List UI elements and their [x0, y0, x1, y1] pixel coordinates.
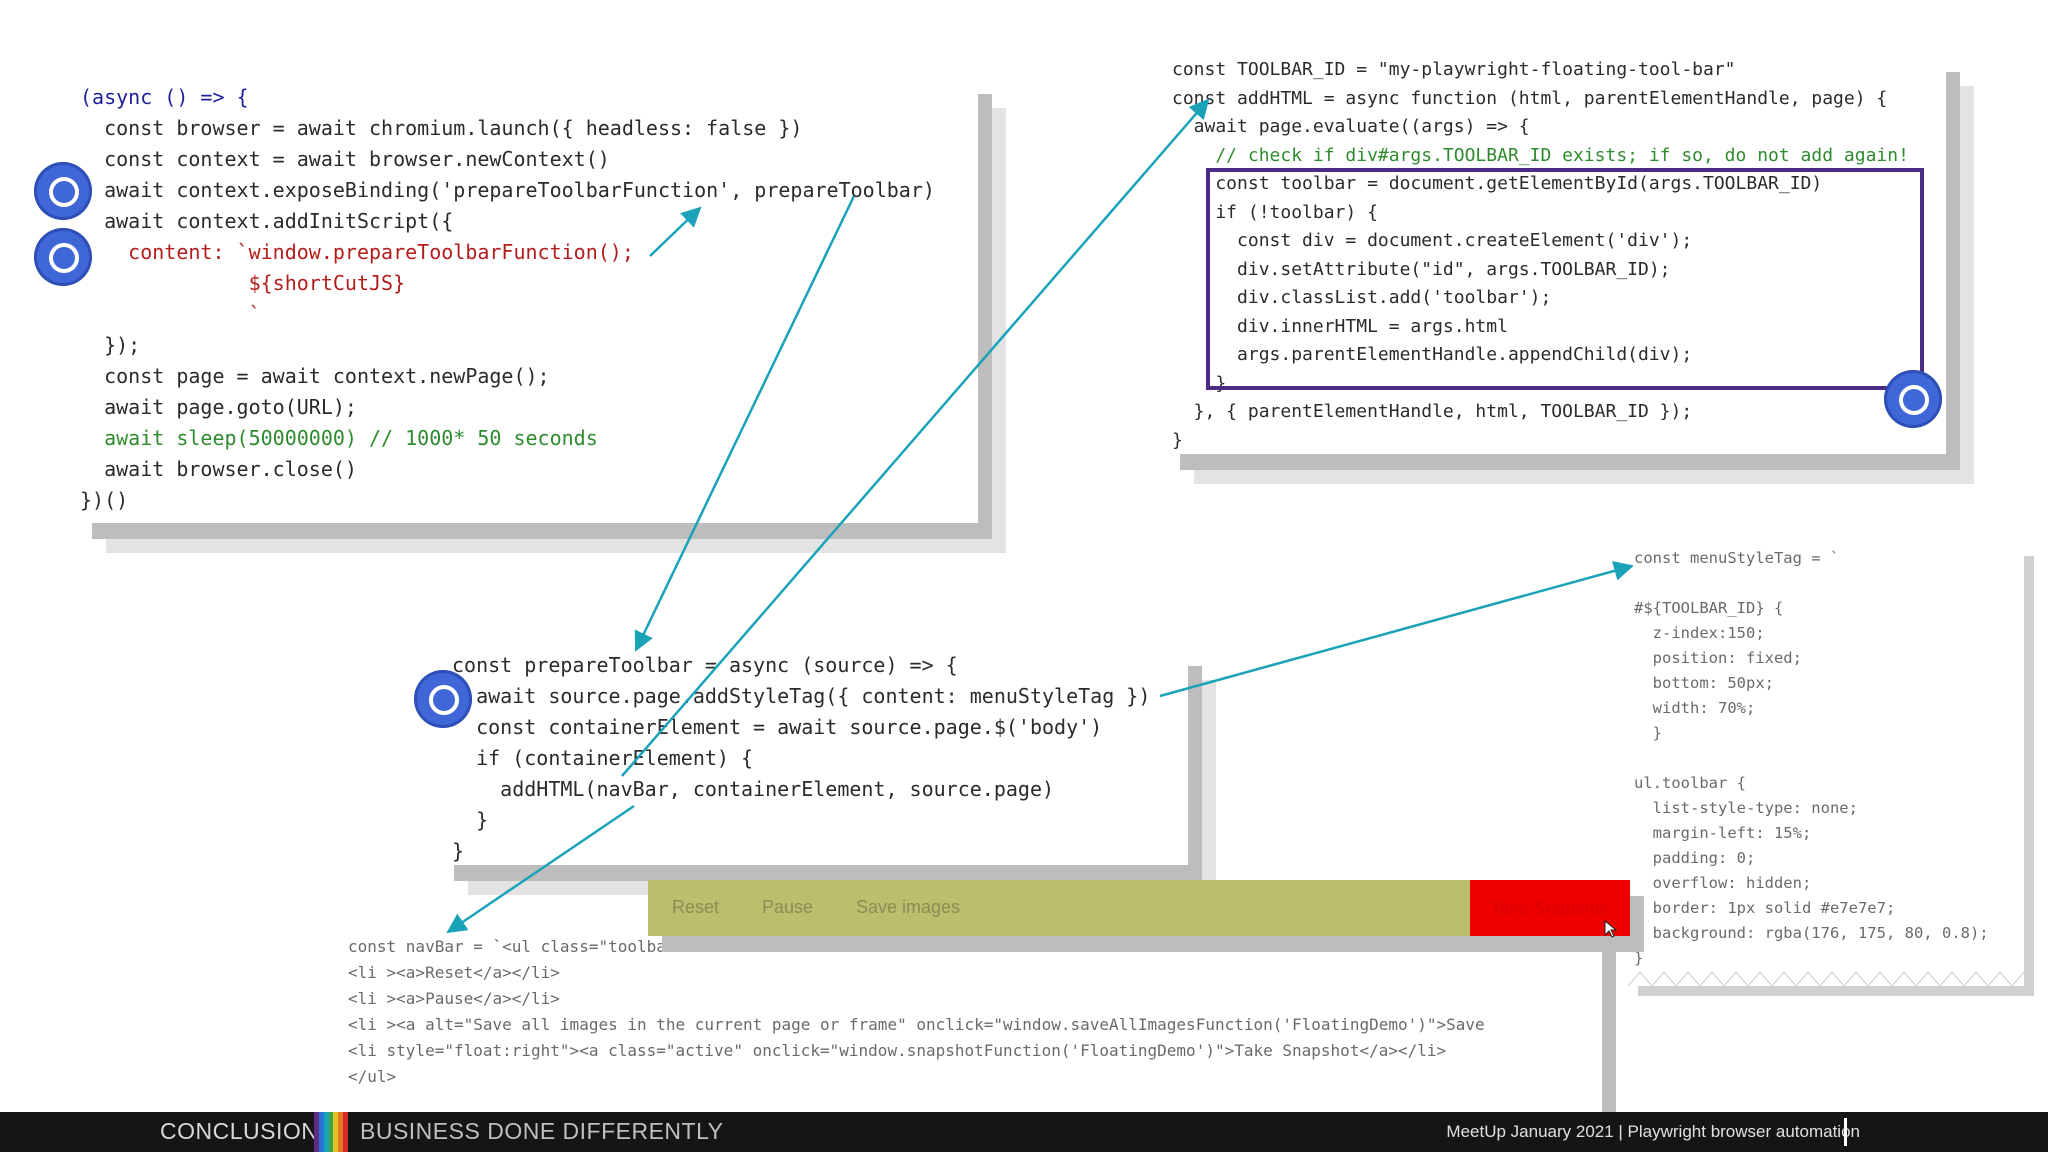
code-panel-prepare-toolbar: const prepareToolbar = async (source) =>… [440, 650, 1188, 865]
code-line: const navBar = `<ul class="toolbar"> [348, 937, 695, 956]
code-line: background: rgba(176, 175, 80, 0.8); [1634, 924, 1989, 942]
code-line: #${TOOLBAR_ID} { [1634, 599, 1784, 617]
code-line: const page = await context.newPage(); [80, 364, 550, 388]
footer-color-bars [314, 1112, 349, 1152]
code-line: await page.evaluate((args) => { [1172, 116, 1530, 137]
torn-edge [1628, 971, 2024, 986]
arrow-style-to-css [1159, 561, 1634, 698]
code-block-menu-style: const menuStyleTag = ` #${TOOLBAR_ID} { z… [1634, 546, 1989, 971]
code-line: overflow: hidden; [1634, 874, 1812, 892]
code-line: await source.page.addStyleTag({ content:… [452, 684, 1151, 708]
toolbar-reset-item[interactable]: Reset [672, 897, 720, 917]
code-line: ${shortCutJS} [80, 271, 406, 295]
code-panel-menu-style: const menuStyleTag = ` #${TOOLBAR_ID} { z… [1628, 546, 2024, 986]
code-line: <li ><a alt="Save all images in the curr… [348, 1015, 1485, 1034]
code-line: await context.exposeBinding('prepareTool… [80, 178, 935, 202]
code-line: const context = await browser.newContext… [80, 147, 610, 171]
code-line: div.setAttribute("id", args.TOOLBAR_ID); [1172, 258, 1671, 280]
chrome-icon [34, 162, 92, 220]
code-block-addhtml: const TOOLBAR_ID = "my-playwright-floati… [1172, 56, 1909, 455]
code-line: div.classList.add('toolbar'); [1172, 287, 1552, 308]
text-cursor [1844, 1118, 1847, 1146]
floating-toolbar-demo: Reset Pause Save images Take Snapshot [648, 880, 1630, 938]
footer-section-label: CONCLUSION [160, 1118, 319, 1144]
code-line: if (containerElement) { [452, 746, 754, 770]
code-line: } [1172, 429, 1183, 451]
code-line: ul.toolbar { [1634, 774, 1746, 792]
code-line: addHTML(navBar, containerElement, source… [452, 777, 1055, 801]
slide-footer: CONCLUSION BUSINESS DONE DIFFERENTLY Mee… [0, 1112, 2048, 1152]
code-line: bottom: 50px; [1634, 674, 1774, 692]
code-line: const addHTML = async function (html, pa… [1172, 87, 1888, 109]
code-line: <li ><a>Reset</a></li> [348, 963, 560, 982]
code-panel-addhtml: const TOOLBAR_ID = "my-playwright-floati… [1166, 56, 1946, 454]
code-line: } [452, 808, 489, 832]
arrow-addhtml-call-to-def [621, 98, 1210, 777]
code-line: await sleep(50000000) // 1000* 50 second… [80, 426, 598, 450]
code-line: width: 70%; [1634, 699, 1756, 717]
code-line: }); [80, 333, 141, 357]
toolbar-pause-item[interactable]: Pause [762, 897, 814, 917]
code-line: margin-left: 15%; [1634, 824, 1812, 842]
footer-tagline: BUSINESS DONE DIFFERENTLY [360, 1118, 724, 1144]
toolbar-save-images-item[interactable]: Save images [856, 897, 961, 917]
code-line: const menuStyleTag = ` [1634, 549, 1840, 567]
highlight-box [1206, 168, 1924, 390]
code-panel-navbar: const navBar = `<ul class="toolbar"> <li … [340, 928, 1602, 1112]
code-panel-main: (async () => { const browser = await chr… [78, 78, 978, 523]
code-line: }, { parentElementHandle, html, TOOLBAR_… [1172, 401, 1693, 422]
code-line: (async () => { [80, 85, 249, 109]
code-line: } [1634, 724, 1662, 742]
code-line: })() [80, 488, 129, 512]
code-line: // check if div#args.TOOLBAR_ID exists; … [1172, 144, 1909, 166]
toolbar-take-snapshot-item[interactable]: Take Snapshot [1470, 880, 1630, 936]
code-line: await page.goto(URL); [80, 395, 357, 419]
code-line: </ul> [348, 1067, 397, 1086]
code-line: z-index:150; [1634, 624, 1765, 642]
code-line: const div = document.createElement('div'… [1172, 230, 1693, 251]
code-line: list-style-type: none; [1634, 799, 1858, 817]
code-line: await browser.close() [80, 457, 357, 481]
code-line: } [1634, 949, 1644, 967]
code-block-main: (async () => { const browser = await chr… [80, 82, 935, 516]
code-line: position: fixed; [1634, 649, 1802, 667]
code-line: <li ><a>Pause</a></li> [348, 989, 560, 1008]
code-line: const toolbar = document.getElementById(… [1172, 173, 1823, 194]
chrome-icon [414, 670, 472, 728]
code-line: } [452, 839, 465, 863]
code-line: const TOOLBAR_ID = "my-playwright-floati… [1172, 59, 1736, 80]
code-line: content: `window.prepareToolbarFunction(… [80, 240, 634, 264]
code-line: const prepareToolbar = async (source) =>… [452, 653, 958, 677]
code-line: div.innerHTML = args.html [1172, 315, 1508, 337]
code-line: border: 1px solid #e7e7e7; [1634, 899, 1896, 917]
chrome-icon [1884, 370, 1942, 428]
code-line: <li style="float:right"><a class="active… [348, 1041, 1447, 1060]
code-line: await context.addInitScript({ [80, 209, 454, 233]
code-line: padding: 0; [1634, 849, 1756, 867]
code-line: const browser = await chromium.launch({ … [80, 116, 803, 140]
code-line: args.parentElementHandle.appendChild(div… [1172, 344, 1693, 365]
code-line: if (!toolbar) { [1172, 201, 1378, 223]
arrow-init-to-binding [649, 206, 702, 257]
mouse-pointer-icon [1604, 920, 1618, 938]
code-block-navbar: const navBar = `<ul class="toolbar"> <li … [348, 934, 1485, 1090]
code-line: } [1172, 372, 1227, 394]
code-block-prepare-toolbar: const prepareToolbar = async (source) =>… [452, 650, 1150, 867]
arrow-binding-to-prepare [634, 195, 856, 652]
footer-event-label: MeetUp January 2021 | Playwright browser… [1446, 1122, 1860, 1141]
arrow-navbar-to-def [446, 804, 635, 934]
code-line: const containerElement = await source.pa… [452, 715, 1103, 739]
code-line: ` [80, 302, 261, 326]
chrome-icon [34, 228, 92, 286]
